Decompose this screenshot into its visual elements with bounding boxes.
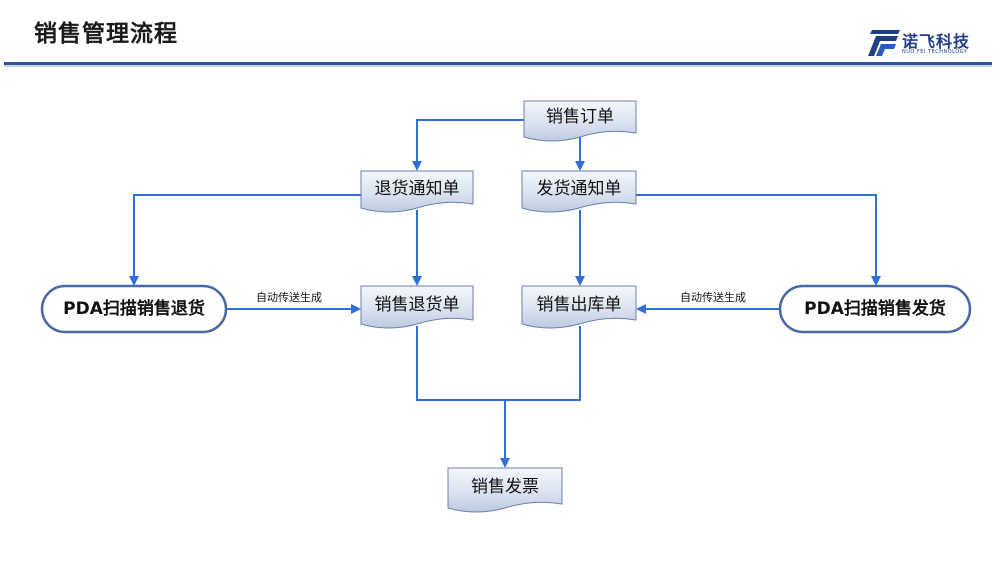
logo-name-en: NUO FEI TECHNOLOGY [902,49,968,55]
edge-order-to-return-notice [412,119,524,171]
delivery-notice-label: 发货通知单 [536,179,622,199]
sales-order-node [523,100,637,142]
sales-invoice-node [447,467,563,513]
sales-invoice-label: 销售发票 [471,477,539,497]
edge-sales-return-to-invoice [416,326,510,468]
sales-outbound-label: 销售出库单 [536,295,622,315]
pda-return-label: PDA扫描销售退货 [63,299,205,319]
pda-delivery-label: PDA扫描销售发货 [804,299,946,319]
sales-return-label: 销售退货单 [374,295,460,315]
edge-delivery-notice-to-pda-delivery [636,194,881,286]
auto-generate-right-label: 自动传送生成 [680,291,746,304]
header-divider [4,62,992,65]
company-logo: 诺飞科技 NUO FEI TECHNOLOGY [866,26,976,60]
edge-return-notice-to-pda-return [129,194,361,286]
return-notice-node [360,170,474,213]
auto-generate-left-label: 自动传送生成 [256,291,322,304]
return-notice-label: 退货通知单 [374,179,460,199]
page-title: 销售管理流程 [34,21,178,47]
sales-outbound-node [521,285,637,329]
header-divider-shadow [4,65,992,67]
edge-sales-outbound-to-invoice [505,326,581,401]
delivery-notice-node [521,170,637,213]
logo-mark-icon [868,30,900,56]
sales-order-label: 销售订单 [546,107,614,127]
sales-return-node [360,285,474,329]
logo-name-cn: 诺飞科技 [902,32,971,51]
